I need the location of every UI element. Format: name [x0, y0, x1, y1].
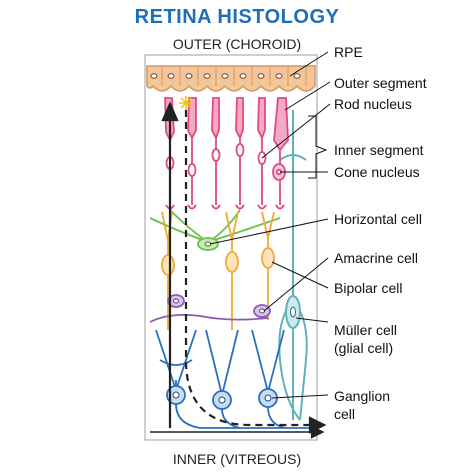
label-ganglion: Ganglion	[334, 388, 391, 404]
muller-cell	[278, 110, 308, 421]
amacrine-cells	[149, 294, 271, 323]
label-rod-nucleus: Rod nucleus	[334, 96, 412, 112]
bipolar-cells	[161, 211, 275, 330]
outer-choroid-label: OUTER (CHOROID)	[172, 36, 302, 52]
label-rpe: RPE	[334, 44, 363, 60]
rpe-layer	[146, 65, 316, 92]
horizontal-cell	[149, 209, 281, 251]
photoreceptors	[164, 97, 289, 210]
label-horizontal-cell: Horizontal cell	[334, 211, 422, 227]
label-cone-nucleus: Cone nucleus	[334, 164, 420, 180]
label-outer-segment: Outer segment	[334, 75, 427, 91]
tissue-frame	[144, 54, 318, 441]
label-amacrine-cell: Amacrine cell	[334, 250, 419, 266]
light-path	[150, 96, 327, 439]
label-ganglion-cell: cell	[334, 406, 356, 422]
inner-vitreous-label: INNER (VITREOUS)	[172, 451, 302, 467]
diagram-title: RETINA HISTOLOGY	[134, 6, 340, 28]
leader-lines	[209, 51, 331, 399]
label-inner-segment: Inner segment	[334, 142, 424, 158]
light-flash-icon	[179, 96, 193, 110]
label-bipolar-cell: Bipolar cell	[334, 280, 403, 296]
label-glial-cell: (glial cell)	[334, 340, 394, 356]
ganglion-cells	[155, 329, 315, 429]
label-muller-cell: Müller cell	[334, 322, 398, 338]
